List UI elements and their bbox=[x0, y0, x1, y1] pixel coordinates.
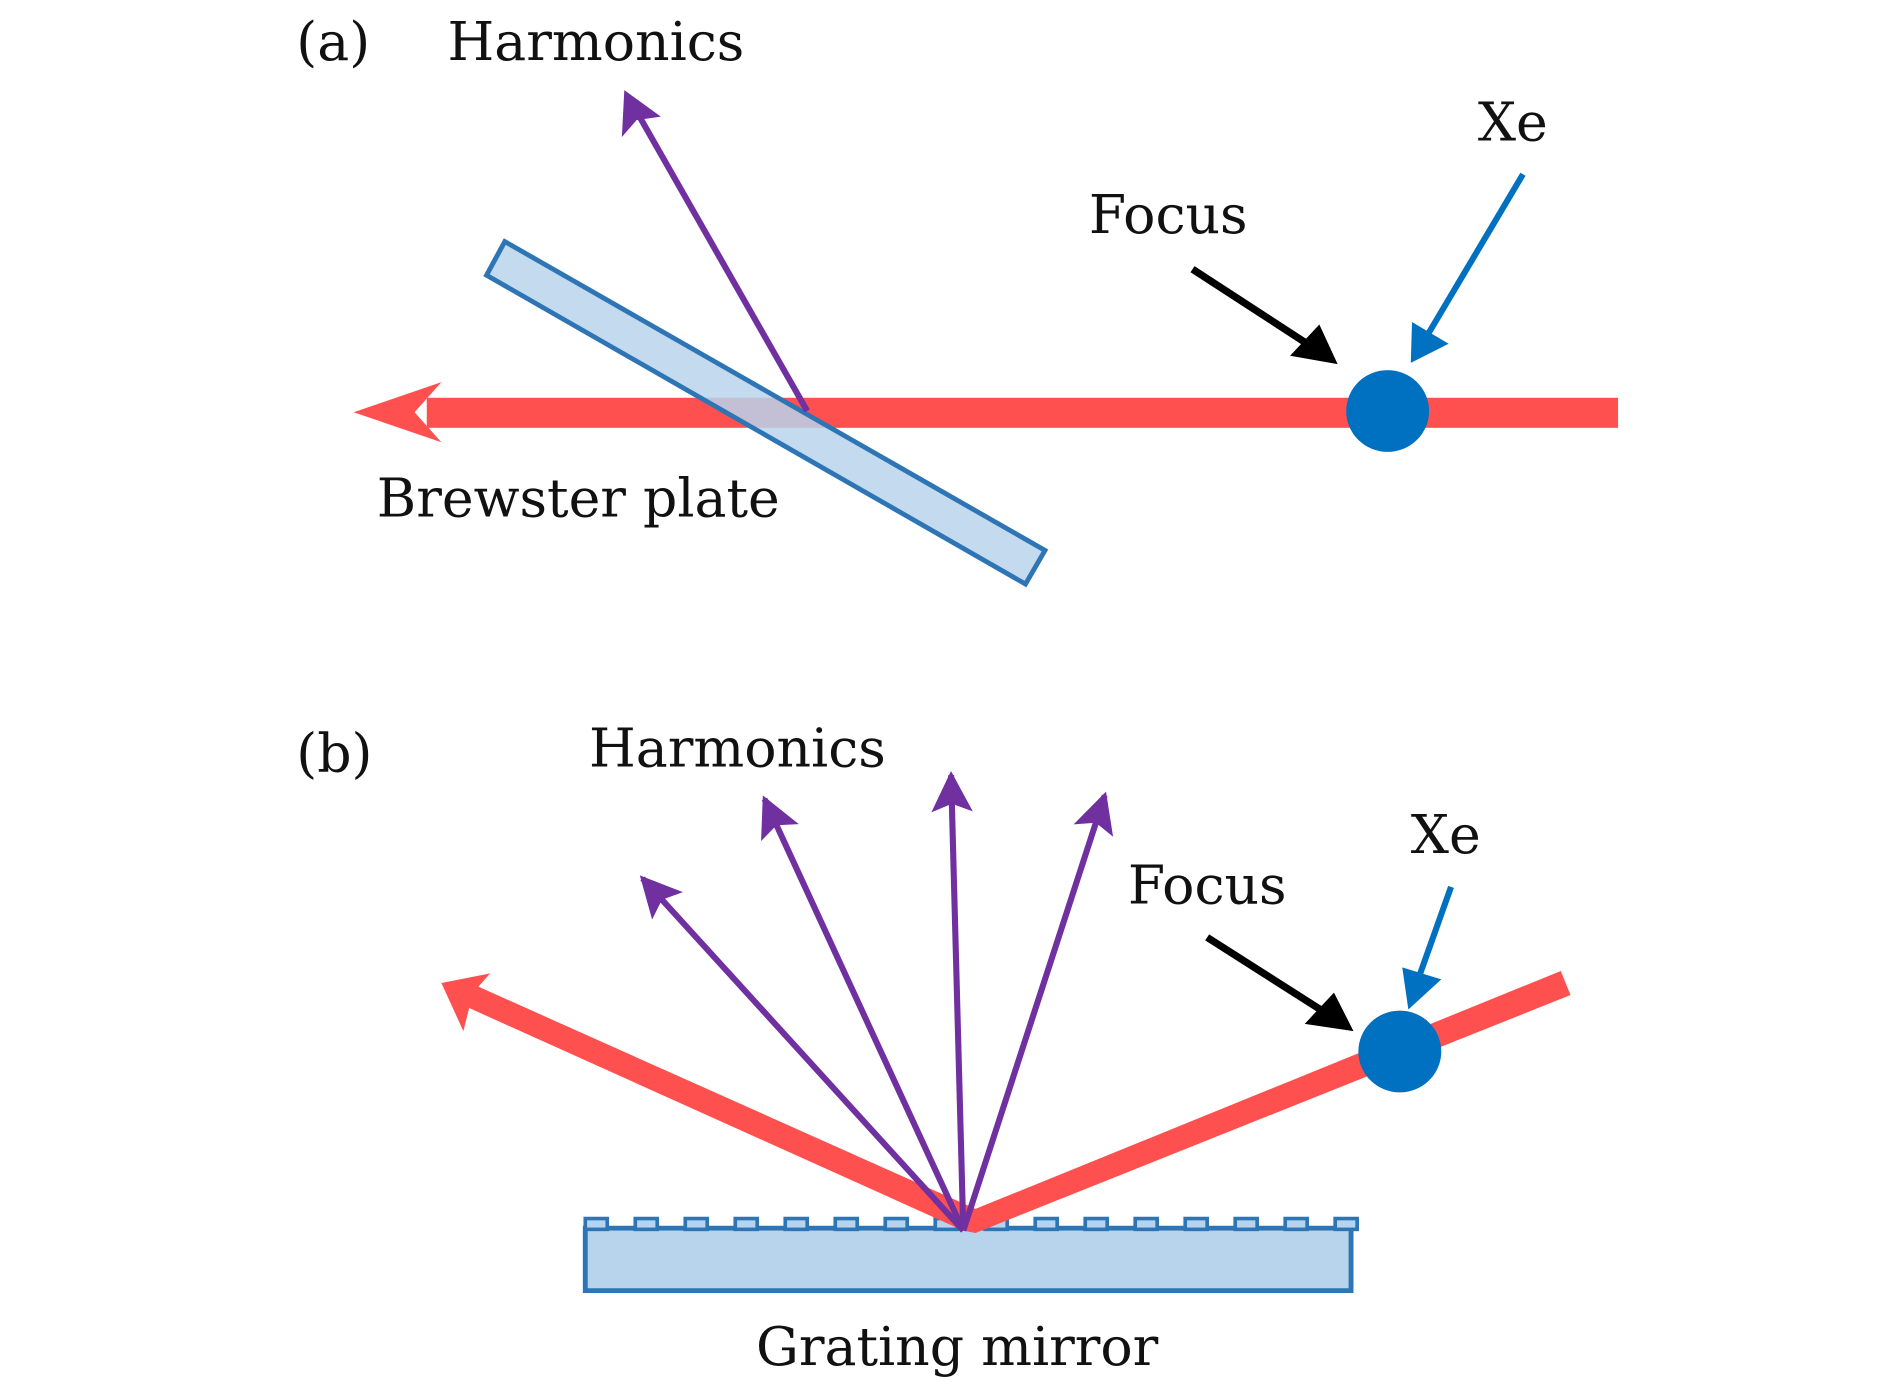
grating-tooth bbox=[1233, 1216, 1259, 1232]
panel-a-harmonics-label: Harmonics bbox=[448, 11, 745, 73]
focus-arrow-a bbox=[1190, 266, 1338, 365]
panel-b-harmonics-label: Harmonics bbox=[589, 718, 886, 780]
arrowhead-icon bbox=[621, 90, 661, 137]
harmonics-arrow bbox=[960, 791, 1114, 1232]
grating-tooth bbox=[1083, 1216, 1110, 1232]
arrowhead-icon bbox=[1290, 324, 1338, 365]
panel-b-xe-label: Xe bbox=[1411, 805, 1481, 867]
xe-focus-dot-b bbox=[1358, 1010, 1442, 1093]
grating-tooth bbox=[883, 1216, 910, 1232]
harmonics-arrow bbox=[931, 771, 973, 1231]
laser-beam-b bbox=[441, 970, 1571, 1233]
panel-b: (b) Harmonics Focus Xe Grating mirror bbox=[296, 718, 1571, 1379]
arrowhead-icon bbox=[1304, 992, 1354, 1032]
arrowhead-icon bbox=[1402, 967, 1442, 1010]
grating-tooth bbox=[733, 1216, 760, 1232]
panel-a: (a) Harmonics Focus Xe Brewster plate bbox=[296, 11, 1619, 588]
grating-tooth bbox=[583, 1216, 610, 1232]
xe-focus-dot-a bbox=[1346, 370, 1430, 452]
panel-b-grating-label: Grating mirror bbox=[756, 1317, 1159, 1379]
grating-tooth bbox=[783, 1216, 810, 1232]
laser-arrowhead-icon bbox=[441, 973, 491, 1032]
focus-arrow-b bbox=[1205, 934, 1354, 1032]
grating-tooth bbox=[633, 1216, 660, 1232]
xe-arrow-b bbox=[1402, 885, 1454, 1010]
grating-tooth bbox=[1333, 1216, 1359, 1232]
laser-arrowhead-icon bbox=[353, 382, 442, 443]
panel-a-xe-label: Xe bbox=[1478, 92, 1548, 154]
grating-tooth bbox=[1183, 1216, 1209, 1232]
panel-b-label: (b) bbox=[296, 723, 372, 785]
harmonics-arrow bbox=[761, 795, 967, 1232]
harmonics-arrows-b bbox=[639, 771, 1114, 1233]
grating-tooth bbox=[1033, 1216, 1060, 1232]
grating-tooth bbox=[1133, 1216, 1159, 1232]
panel-b-focus-label: Focus bbox=[1128, 855, 1287, 917]
xe-arrow-a bbox=[1410, 172, 1526, 363]
panel-a-label: (a) bbox=[296, 11, 370, 73]
harmonics-arrow-a bbox=[621, 90, 810, 413]
harmonics-arrow bbox=[639, 875, 966, 1233]
panel-a-focus-label: Focus bbox=[1089, 184, 1248, 246]
arrowhead-icon bbox=[1410, 322, 1449, 363]
grating-tooth bbox=[683, 1216, 710, 1232]
grating-tooth bbox=[1283, 1216, 1309, 1232]
panel-a-brewster-label: Brewster plate bbox=[377, 468, 780, 530]
brewster-plate bbox=[483, 238, 1049, 588]
grating-tooth bbox=[833, 1216, 860, 1232]
